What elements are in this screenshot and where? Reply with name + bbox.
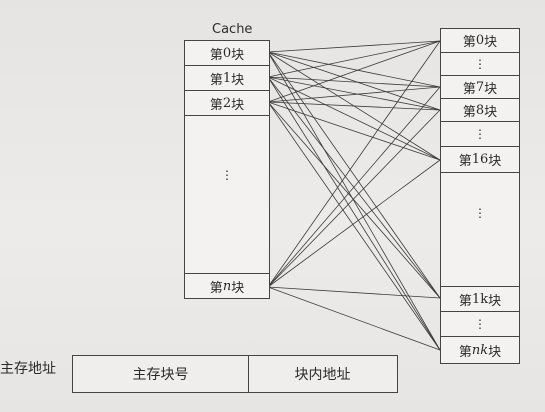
address-format-bar: 主存块号 块内地址 — [72, 355, 398, 393]
cache-column: 第 0 块 第 1 块 第 2 块 ⋮ 第 n 块 — [184, 40, 270, 299]
mem-block-1k: 第 1k 块 — [441, 286, 519, 312]
mapping-line-c2-m2 — [267, 101, 441, 111]
mem-ellipsis-4: ⋮ — [441, 312, 519, 337]
mem-block-nk: 第 nk 块 — [458, 342, 502, 360]
mapping-line-c3-m2 — [267, 109, 441, 288]
mapping-line-c3-m1 — [267, 86, 441, 288]
mapping-line-c3-m4 — [267, 286, 441, 299]
mapping-line-c0-m4 — [267, 51, 441, 299]
mapping-line-c2-m0 — [267, 40, 441, 103]
mapping-line-c1-m5 — [267, 76, 441, 351]
mapping-line-c3-m0 — [267, 40, 441, 288]
main-memory-column: 第 0 块 ⋮ 第 7 块 第 8 块 ⋮ 第 16 块 ⋮ 第 1k 块 ⋮ … — [440, 28, 520, 364]
mem-block-7: 第 7 块 — [441, 76, 519, 99]
cache-title: Cache — [212, 22, 253, 37]
mapping-line-c2-m5 — [267, 101, 441, 351]
mapping-line-c1-m3 — [267, 76, 441, 161]
mapping-line-c3-m3 — [267, 159, 441, 288]
main-memory-address-label: 主存地址 — [0, 361, 56, 377]
mem-ellipsis-1: ⋮ — [441, 53, 519, 76]
mapping-line-c2-m3 — [267, 101, 441, 161]
mapping-line-c3-m5 — [267, 286, 441, 351]
mapping-line-c1-m1 — [267, 76, 441, 88]
cache-block-n: 第 n 块 — [185, 273, 269, 298]
mapping-line-c0-m5 — [267, 51, 441, 351]
mem-ellipsis-3: ⋮ — [474, 206, 486, 220]
block-number-field: 主存块号 — [73, 356, 249, 392]
block-offset-field: 块内地址 — [294, 367, 351, 383]
mem-ellipsis-2: ⋮ — [441, 122, 519, 147]
cache-ellipsis: ⋮ — [221, 168, 233, 182]
cache-block-2: 第 2 块 — [185, 91, 269, 116]
mapping-line-c2-m1 — [267, 86, 441, 103]
mapping-line-c0-m0 — [267, 40, 441, 53]
mapping-line-c2-m4 — [267, 101, 441, 299]
mapping-line-c0-m1 — [267, 51, 441, 88]
mapping-line-c1-m2 — [267, 76, 441, 111]
mapping-line-c1-m0 — [267, 40, 441, 78]
cache-block-1: 第 1 块 — [185, 66, 269, 91]
mapping-line-c0-m2 — [267, 51, 441, 111]
mem-block-16: 第 16 块 — [441, 147, 519, 173]
cache-block-0: 第 0 块 — [185, 41, 269, 66]
mem-block-8: 第 8 块 — [441, 99, 519, 122]
mem-block-0: 第 0 块 — [441, 29, 519, 53]
